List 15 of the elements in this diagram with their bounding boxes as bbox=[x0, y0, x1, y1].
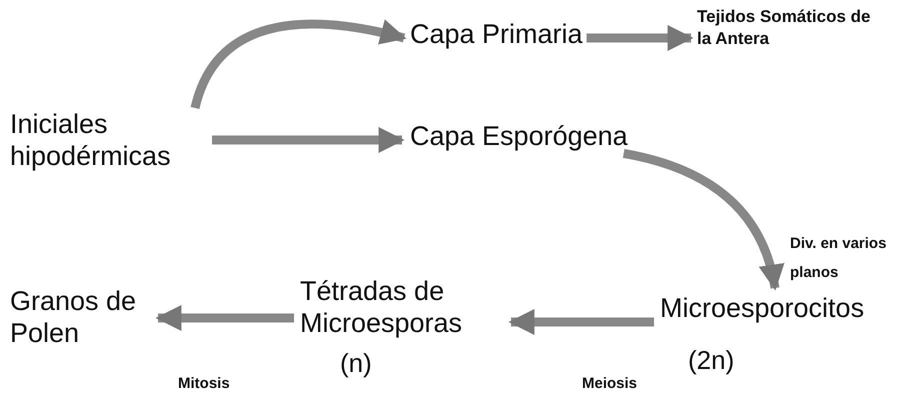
arrow bbox=[212, 127, 405, 153]
layer-label: Capa Primaria bbox=[410, 18, 583, 50]
cell-label: Tétradas de Microesporas bbox=[300, 275, 505, 340]
cell-label: Granos de Polen bbox=[10, 285, 150, 350]
layer-label: Capa Esporógena bbox=[410, 120, 628, 152]
tissue-label: Tejidos Somáticos de la Antera bbox=[697, 6, 882, 50]
arrow bbox=[155, 305, 294, 331]
arrow bbox=[190, 20, 407, 110]
arrow bbox=[586, 25, 694, 51]
cell-label: Iniciales hipodérmicas bbox=[10, 108, 210, 173]
ploidy-label: (n) bbox=[340, 348, 372, 379]
cell-label: Microesporocitos bbox=[660, 292, 864, 324]
arrow bbox=[622, 148, 784, 291]
arrow bbox=[508, 309, 654, 335]
ploidy-label: (2n) bbox=[688, 345, 734, 376]
